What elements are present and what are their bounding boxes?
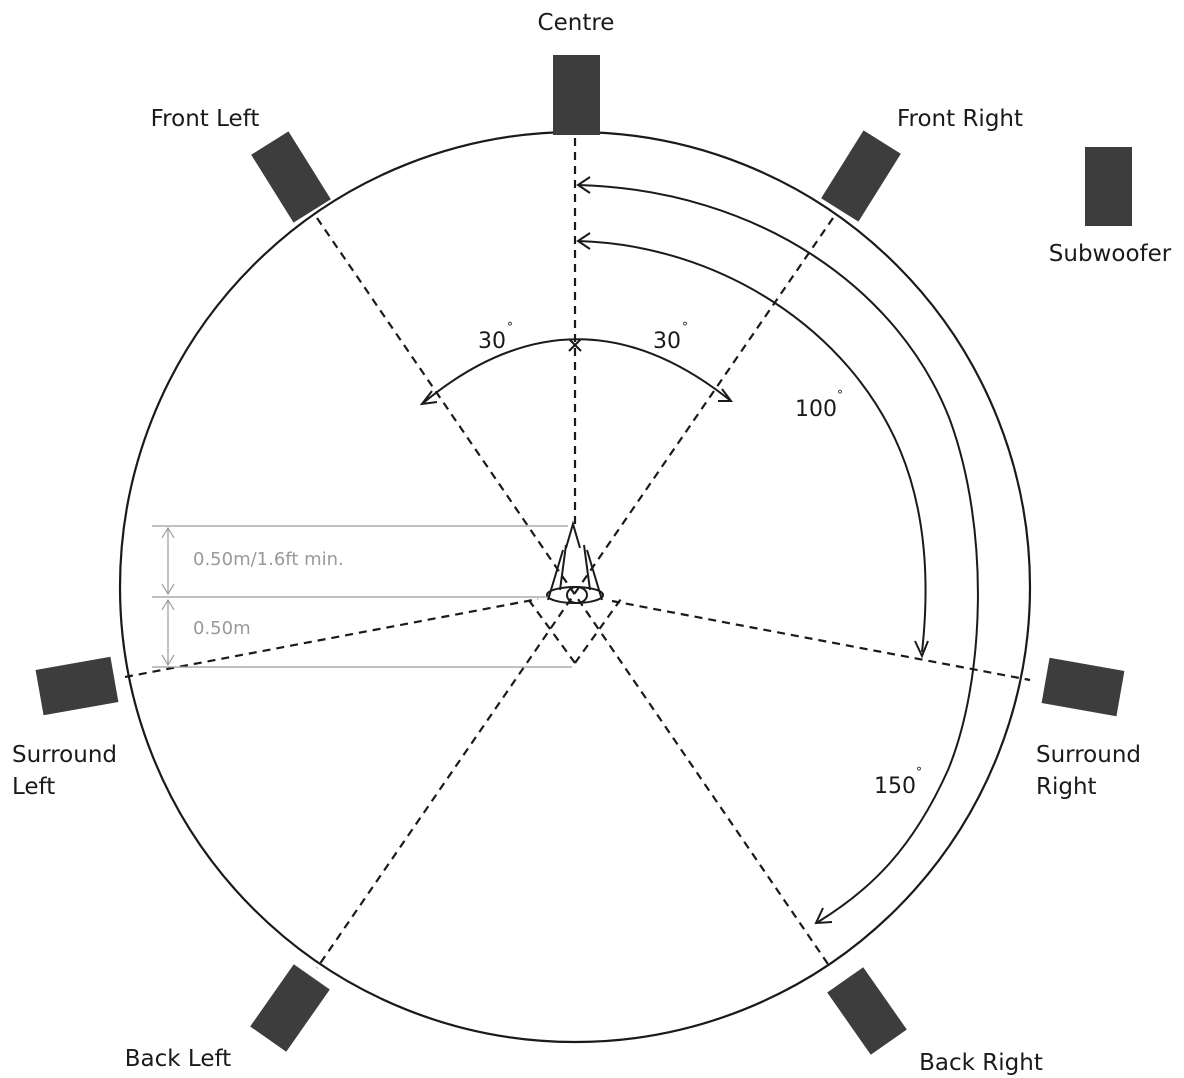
angle-arc-150: [576, 176, 979, 925]
speaker-back-right-block: [827, 967, 907, 1055]
angle-label-front-left: 30: [478, 329, 506, 354]
speaker-surround-right: [1041, 657, 1125, 717]
speaker-back-left: [250, 964, 330, 1052]
measurement-upper: 0.50m/1.6ft min.: [193, 549, 344, 570]
degree-mark-front-right: °: [682, 320, 688, 334]
label-subwoofer: Subwoofer: [1049, 241, 1172, 267]
listener-head-icon: [546, 520, 604, 604]
ray-surround-left: [124, 597, 539, 679]
label-centre: Centre: [538, 10, 615, 36]
speaker-subwoofer: [1085, 147, 1132, 226]
speaker-subwoofer-block: [1085, 147, 1132, 226]
ray-apex-left: [527, 598, 576, 664]
angle-arc-100: [576, 232, 929, 659]
speaker-front-left-block: [251, 131, 331, 223]
speaker-back-left-block: [250, 964, 330, 1052]
speaker-surround-left: [35, 656, 119, 716]
ray-front-left-back-right: [316, 217, 831, 968]
angle-label-surround: 100: [795, 397, 837, 422]
angle-arc-30: [419, 338, 733, 406]
label-surround-right-line1: Surround: [1036, 742, 1141, 768]
ray-front-right-back-left: [316, 217, 834, 969]
speaker-front-left: [251, 131, 331, 223]
speaker-surround-right-block: [1041, 657, 1125, 717]
angle-label-front-right: 30: [653, 329, 681, 354]
label-surround-left-line2: Left: [12, 774, 55, 800]
label-back-right: Back Right: [919, 1050, 1043, 1076]
speaker-front-right: [821, 130, 901, 222]
angle-label-back: 150: [874, 774, 916, 799]
label-back-left: Back Left: [125, 1046, 231, 1072]
measurement-lower: 0.50m: [193, 618, 251, 639]
degree-mark-back: °: [916, 765, 922, 779]
label-front-right: Front Right: [897, 106, 1023, 132]
measurement-guides: [152, 525, 572, 668]
ray-apex-right: [574, 598, 622, 664]
speaker-surround-left-block: [35, 656, 119, 716]
speaker-rays: [124, 138, 1031, 969]
speaker-front-right-block: [821, 130, 901, 222]
label-front-left: Front Left: [151, 106, 260, 132]
speaker-centre-block: [553, 55, 600, 135]
label-surround-left-line1: Surround: [12, 742, 117, 768]
degree-mark-surround: °: [837, 388, 843, 402]
label-surround-right-line2: Right: [1036, 774, 1097, 800]
speaker-back-right: [827, 967, 907, 1055]
degree-mark-front-left: °: [507, 320, 513, 334]
speaker-centre: [553, 55, 600, 135]
ray-surround-right: [611, 599, 1031, 682]
